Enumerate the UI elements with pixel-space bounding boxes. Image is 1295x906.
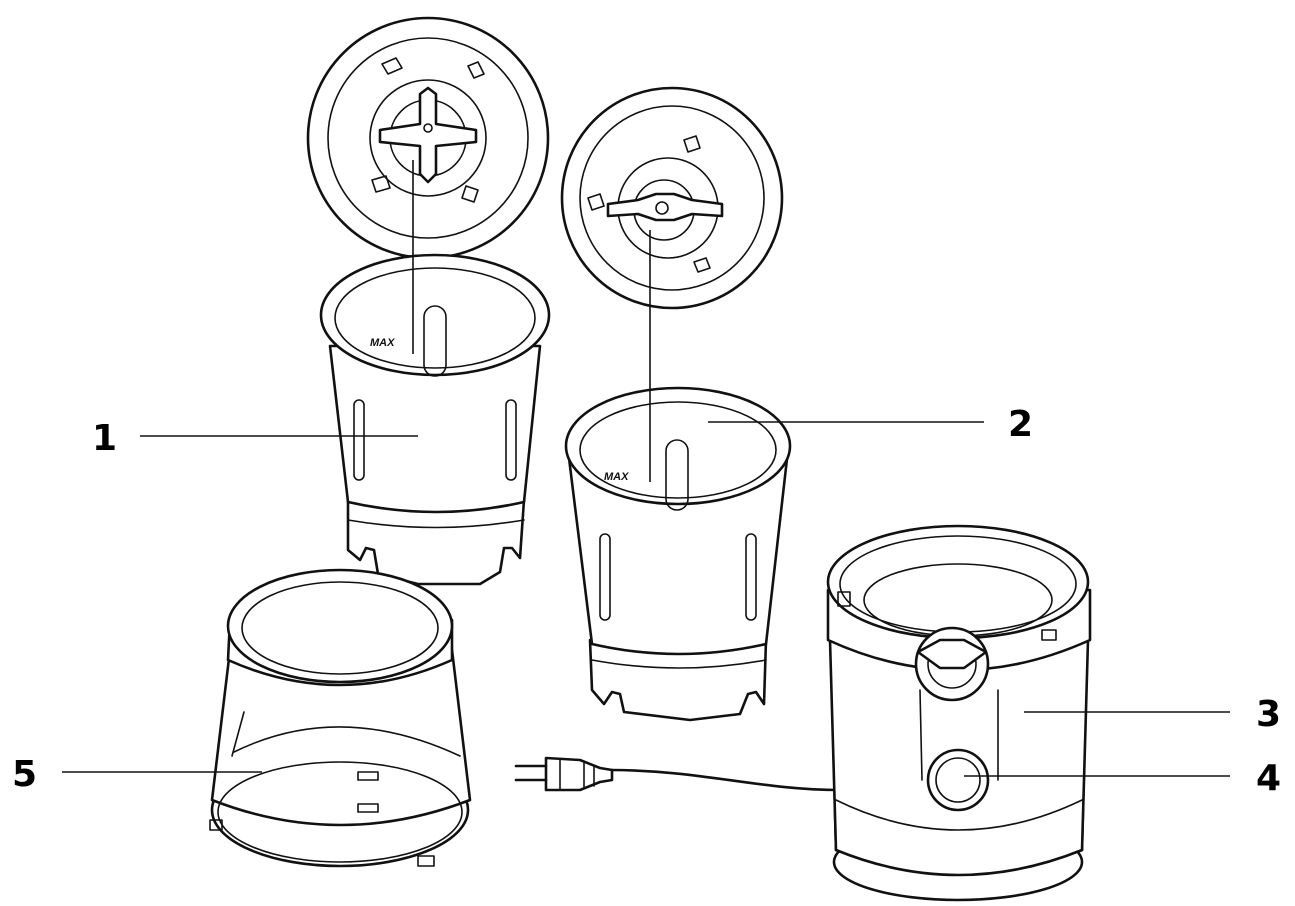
callout-5: 5 — [12, 754, 262, 795]
callout-label-5: 5 — [12, 754, 37, 795]
max-marking-1: MAX — [370, 337, 395, 349]
max-marking-2: MAX — [604, 471, 629, 483]
blade-lid-1 — [306, 16, 550, 260]
power-cord — [514, 756, 842, 792]
grinding-cup-2: MAX — [564, 230, 792, 722]
callout-3: 3 — [1024, 694, 1281, 735]
callout-2: 2 — [708, 404, 1033, 445]
callout-1: 1 — [92, 418, 418, 459]
power-button[interactable] — [926, 748, 990, 812]
blade-lid-2 — [560, 86, 784, 310]
flat-blade — [606, 192, 724, 222]
motor-base — [826, 524, 1092, 902]
callout-label-2: 2 — [1008, 404, 1033, 445]
callout-label-3: 3 — [1256, 694, 1281, 735]
callout-4: 4 — [964, 758, 1281, 799]
cross-blade — [378, 86, 478, 184]
callout-label-1: 1 — [92, 418, 117, 459]
callout-label-4: 4 — [1256, 758, 1281, 799]
grinding-cup-1: MAX — [319, 160, 551, 586]
transparent-lid — [209, 568, 472, 868]
